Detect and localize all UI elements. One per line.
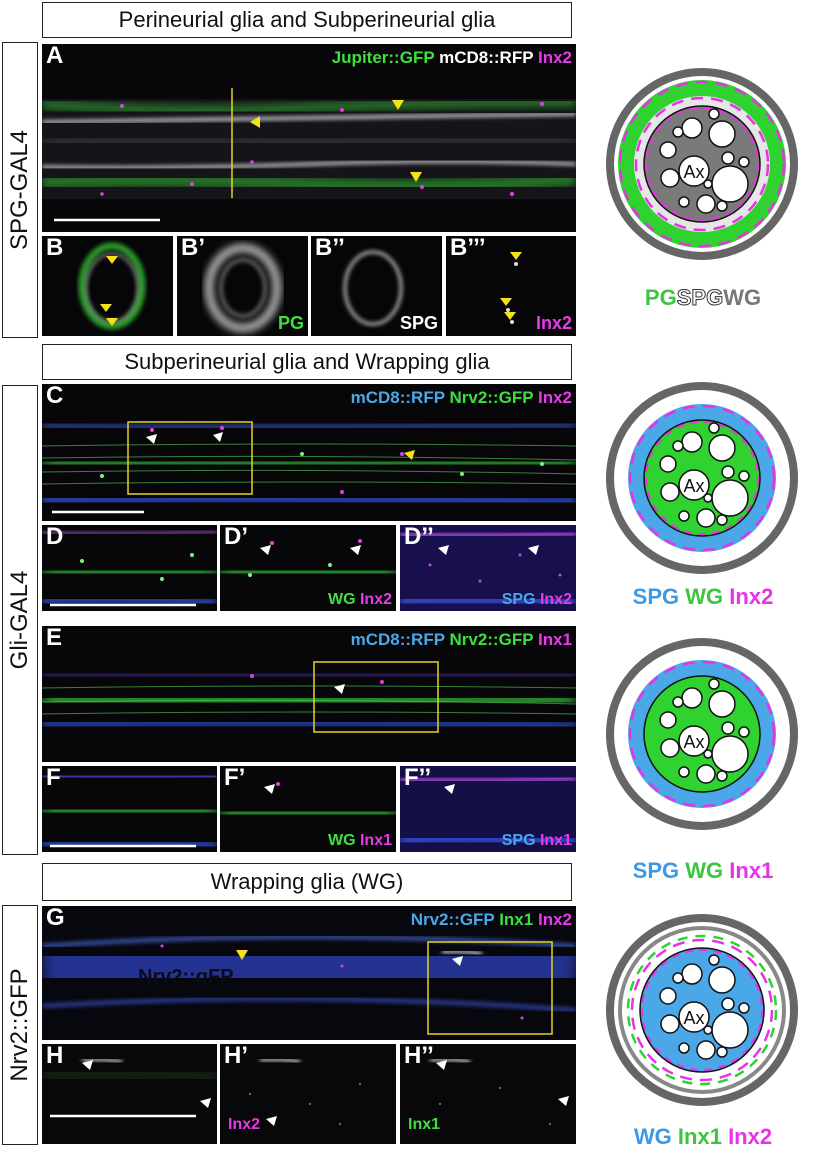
panel-letter: B’ — [181, 236, 205, 261]
panel-letter: B’’’ — [450, 236, 486, 261]
panel-e: E mCD8::RFP Nrv2::GFP Inx1 — [42, 626, 576, 762]
side-label-spg-gal4: SPG-GAL4 — [2, 42, 38, 338]
svg-text:Ax: Ax — [683, 162, 704, 182]
panel-letter: A — [46, 44, 64, 69]
channel-tag: Inx2 — [228, 1116, 261, 1133]
panel-letter: C — [46, 384, 64, 409]
panel-c: C mCD8::RFP Nrv2::GFP Inx2 — [42, 384, 576, 521]
svg-text:Ax: Ax — [683, 732, 704, 752]
section-header-wg: Wrapping glia (WG) — [42, 863, 572, 901]
diagram-3-legend: SPG WG Inx1 — [632, 858, 774, 883]
channel-tag: Inx1 — [408, 1116, 441, 1133]
section-header-spg-wg: Subperineurial glia and Wrapping glia — [42, 344, 572, 380]
diagram-4-legend: WG Inx1 Inx2 — [633, 1124, 773, 1149]
diagram-wg-inx1-inx2: Ax — [606, 914, 798, 1106]
panel-b-double-prime: B’’ SPG — [311, 236, 442, 336]
channel-labels: mCD8::RFP Nrv2::GFP Inx1 — [350, 630, 572, 649]
diagram-2-legend: SPG WG Inx2 — [632, 584, 774, 609]
diagram-spg-wg-inx1: Ax — [606, 638, 798, 830]
panel-letter: F’’ — [404, 766, 432, 791]
panel-b-prime: B’ PG — [177, 236, 308, 336]
panel-a: A Jupiter::GFP mCD8::RFP Inx2 — [42, 44, 576, 232]
panel-f-double-prime: F’’ SPG Inx1 — [400, 766, 576, 852]
channel-tags: SPG Inx1 — [501, 832, 572, 849]
panel-letter: H — [46, 1044, 64, 1069]
panel-h-double-prime: H’’ Inx1 — [400, 1044, 576, 1144]
panel-h-prime: H’ Inx2 — [220, 1044, 396, 1144]
panel-letter: H’ — [224, 1044, 248, 1069]
diagram-pg-spg-wg: Ax — [606, 68, 798, 260]
panel-h: H — [42, 1044, 217, 1144]
panel-g: G Nrv2::GFP Inx1 Inx2 Nrv2::gFP — [42, 906, 576, 1040]
panel-f-prime: F’ WG Inx1 — [220, 766, 396, 852]
channel-tag: PG — [277, 313, 304, 333]
channel-labels: Nrv2::GFP Inx1 Inx2 — [410, 910, 572, 929]
diagram-spg-wg-inx2: Ax — [606, 382, 798, 574]
side-label-nrv2-gfp: Nrv2::GFP — [2, 905, 38, 1145]
panel-d: D — [42, 525, 217, 611]
channel-labels: mCD8::RFP Nrv2::GFP Inx2 — [350, 388, 572, 407]
panel-letter: D’ — [224, 525, 248, 550]
panel-d-prime: D’ WG Inx2 — [220, 525, 396, 611]
side-label-gli-gal4: Gli-GAL4 — [2, 385, 38, 855]
svg-text:Ax: Ax — [683, 476, 704, 496]
panel-d-double-prime: D’’ SPG Inx2 — [400, 525, 576, 611]
svg-text:Ax: Ax — [683, 1008, 704, 1028]
section-header-pg-spg: Perineurial glia and Subperineurial glia — [42, 2, 572, 38]
channel-labels: Jupiter::GFP mCD8::RFP Inx2 — [331, 48, 572, 67]
inner-label: Nrv2::gFP — [138, 966, 234, 988]
channel-tags: SPG Inx2 — [501, 591, 572, 608]
channel-tags: WG Inx2 — [327, 591, 392, 608]
panel-b-triple-prime: B’’’ Inx2 — [446, 236, 576, 336]
panel-letter: E — [46, 626, 63, 651]
panel-letter: D — [46, 525, 64, 550]
diagram-1-legend: PGSPGWG — [644, 285, 762, 311]
panel-letter: D’’ — [404, 525, 434, 550]
panel-letter: F — [46, 766, 61, 791]
panel-f: F — [42, 766, 217, 852]
panel-letter: H’’ — [404, 1044, 434, 1069]
channel-tag: Inx2 — [535, 313, 572, 333]
channel-tag: SPG — [399, 313, 438, 333]
panel-letter: F’ — [224, 766, 246, 791]
panel-letter: B’’ — [315, 236, 345, 261]
panel-letter: B — [46, 236, 64, 261]
panel-b: B — [42, 236, 173, 336]
panel-letter: G — [46, 906, 65, 931]
channel-tags: WG Inx1 — [327, 832, 392, 849]
